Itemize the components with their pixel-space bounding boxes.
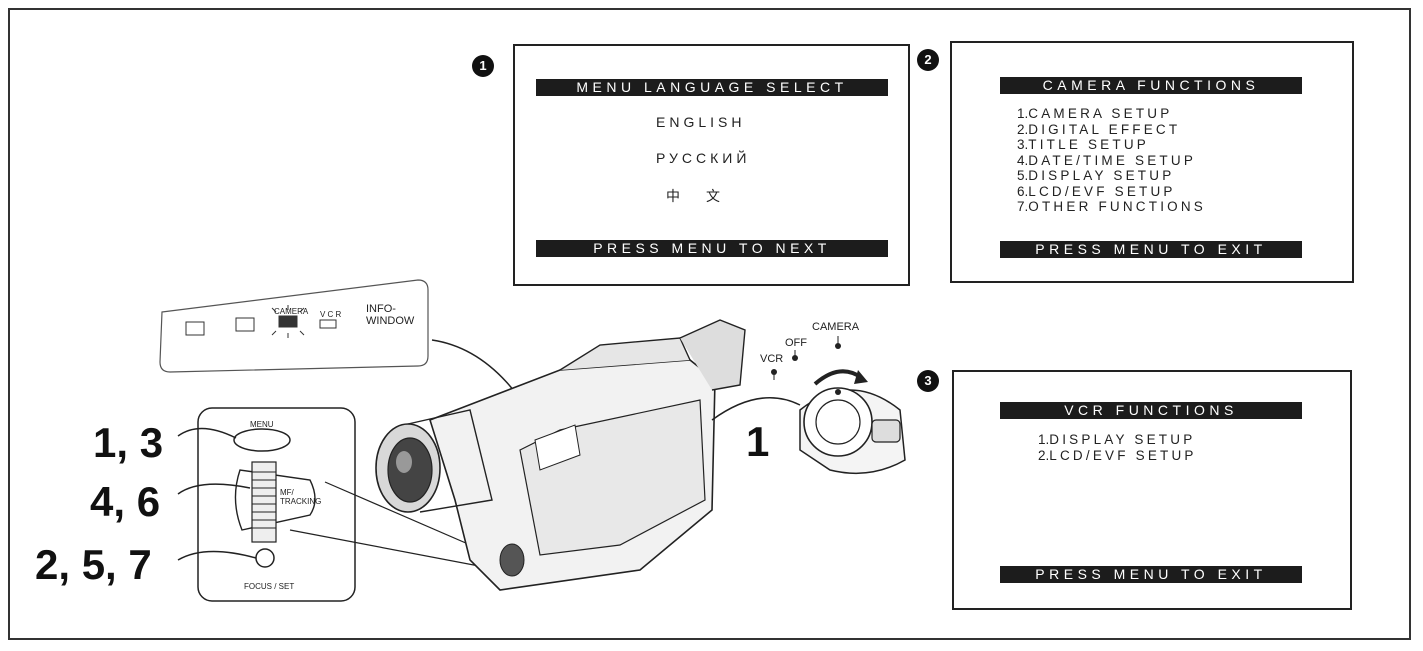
menu-language-screen: MENU LANGUAGE SELECT ENGLISH РУССКИЙ 中 文…: [513, 44, 910, 286]
camera-menu-item[interactable]: 5.DISPLAY SETUP: [1017, 168, 1175, 183]
step-badge-3: 3: [917, 370, 939, 392]
off-mode-label: OFF: [785, 337, 807, 349]
camera-menu-item[interactable]: 4.DATE/TIME SETUP: [1017, 152, 1197, 168]
camera-menu-item[interactable]: 3.TITLE SETUP: [1017, 137, 1149, 152]
screen-footer: PRESS MENU TO NEXT: [536, 240, 888, 257]
lens-barrel: [407, 409, 493, 513]
info-window-icons: [185, 315, 337, 336]
camera-menu-item[interactable]: 7.OTHER FUNCTIONS: [1017, 199, 1207, 214]
mode-switch-tab: [871, 419, 901, 443]
menu-button-label: MENU: [250, 420, 274, 429]
mode-switch-center: [815, 399, 861, 445]
camera-menu-item[interactable]: 2.DIGITAL EFFECT: [1017, 121, 1181, 137]
language-option-russian[interactable]: РУССКИЙ: [656, 150, 751, 166]
dial-ridges: [252, 471, 276, 529]
leader-mode-switch: [711, 397, 801, 421]
camera-menu-item[interactable]: 6.LCD/EVF SETUP: [1017, 183, 1176, 199]
vcr-menu-item[interactable]: 2.LCD/EVF SETUP: [1038, 447, 1197, 463]
step-badge-1: 1: [472, 55, 494, 77]
language-option-chinese[interactable]: 中 文: [666, 188, 726, 204]
camcorder-top: [559, 337, 691, 371]
digital-mode-icon: [235, 317, 255, 332]
info-camera-label: CAMERA: [274, 307, 309, 316]
focus-set-button: [255, 548, 275, 568]
step-menu-button: 1, 3: [93, 419, 164, 466]
leader-focus-set: [177, 550, 257, 561]
mf-tracking-label: MF/TRACKING: [280, 488, 322, 506]
figure-frame: [8, 8, 1411, 640]
viewfinder: [679, 319, 746, 391]
vcr-mode-label: VCR: [760, 353, 784, 365]
focus-set-label: FOCUS / SET: [244, 582, 295, 591]
info-window-label: INFO-WINDOW: [366, 303, 415, 327]
step-dial: 4, 6: [90, 478, 161, 525]
vcr-menu-list: 1.DISPLAY SETUP 2.LCD/EVF SETUP: [1038, 432, 1197, 463]
screen-title: VCR FUNCTIONS: [1000, 402, 1302, 419]
rotation-arrowhead: [854, 370, 868, 384]
lens-glass: [387, 437, 433, 503]
dial-wheel: [251, 461, 277, 543]
screen-title: MENU LANGUAGE SELECT: [536, 79, 888, 96]
step-focus-set: 2, 5, 7: [35, 541, 152, 588]
camera-lamp-icon: [278, 315, 298, 328]
vcr-lamp-icon: [319, 319, 337, 329]
camera-menu-list: 1.CAMERA SETUP 2.DIGITAL EFFECT 3.TITLE …: [1017, 106, 1206, 215]
leader-dial: [177, 483, 251, 495]
camera-menu-item[interactable]: 1.CAMERA SETUP: [1017, 106, 1173, 121]
camera-mode-label: CAMERA: [812, 321, 860, 333]
vcr-menu-item[interactable]: 1.DISPLAY SETUP: [1038, 432, 1196, 447]
camera-functions-screen: CAMERA FUNCTIONS 1.CAMERA SETUP 2.DIGITA…: [950, 41, 1354, 283]
mode-switch-indicator: [835, 389, 841, 395]
lamp-glow: [271, 305, 305, 338]
screen-footer: PRESS MENU TO EXIT: [1000, 241, 1302, 258]
info-vcr-label: V C R: [320, 310, 342, 319]
language-option-english[interactable]: ENGLISH: [656, 114, 746, 130]
screen-footer: PRESS MENU TO EXIT: [1000, 566, 1302, 583]
body-dial: [499, 543, 525, 577]
screen-title: CAMERA FUNCTIONS: [1000, 77, 1302, 94]
info-window-on-body: [534, 424, 581, 471]
leader-menu: [177, 427, 237, 439]
zoom-line-bottom: [289, 529, 501, 571]
step-badge-2: 2: [917, 49, 939, 71]
menu-button-shape: [233, 428, 291, 452]
lens-highlight: [396, 451, 412, 473]
vcr-functions-screen: VCR FUNCTIONS 1.DISPLAY SETUP 2.LCD/EVF …: [952, 370, 1352, 610]
step-mode-switch: 1: [746, 418, 770, 465]
card-mode-icon: [185, 321, 205, 336]
